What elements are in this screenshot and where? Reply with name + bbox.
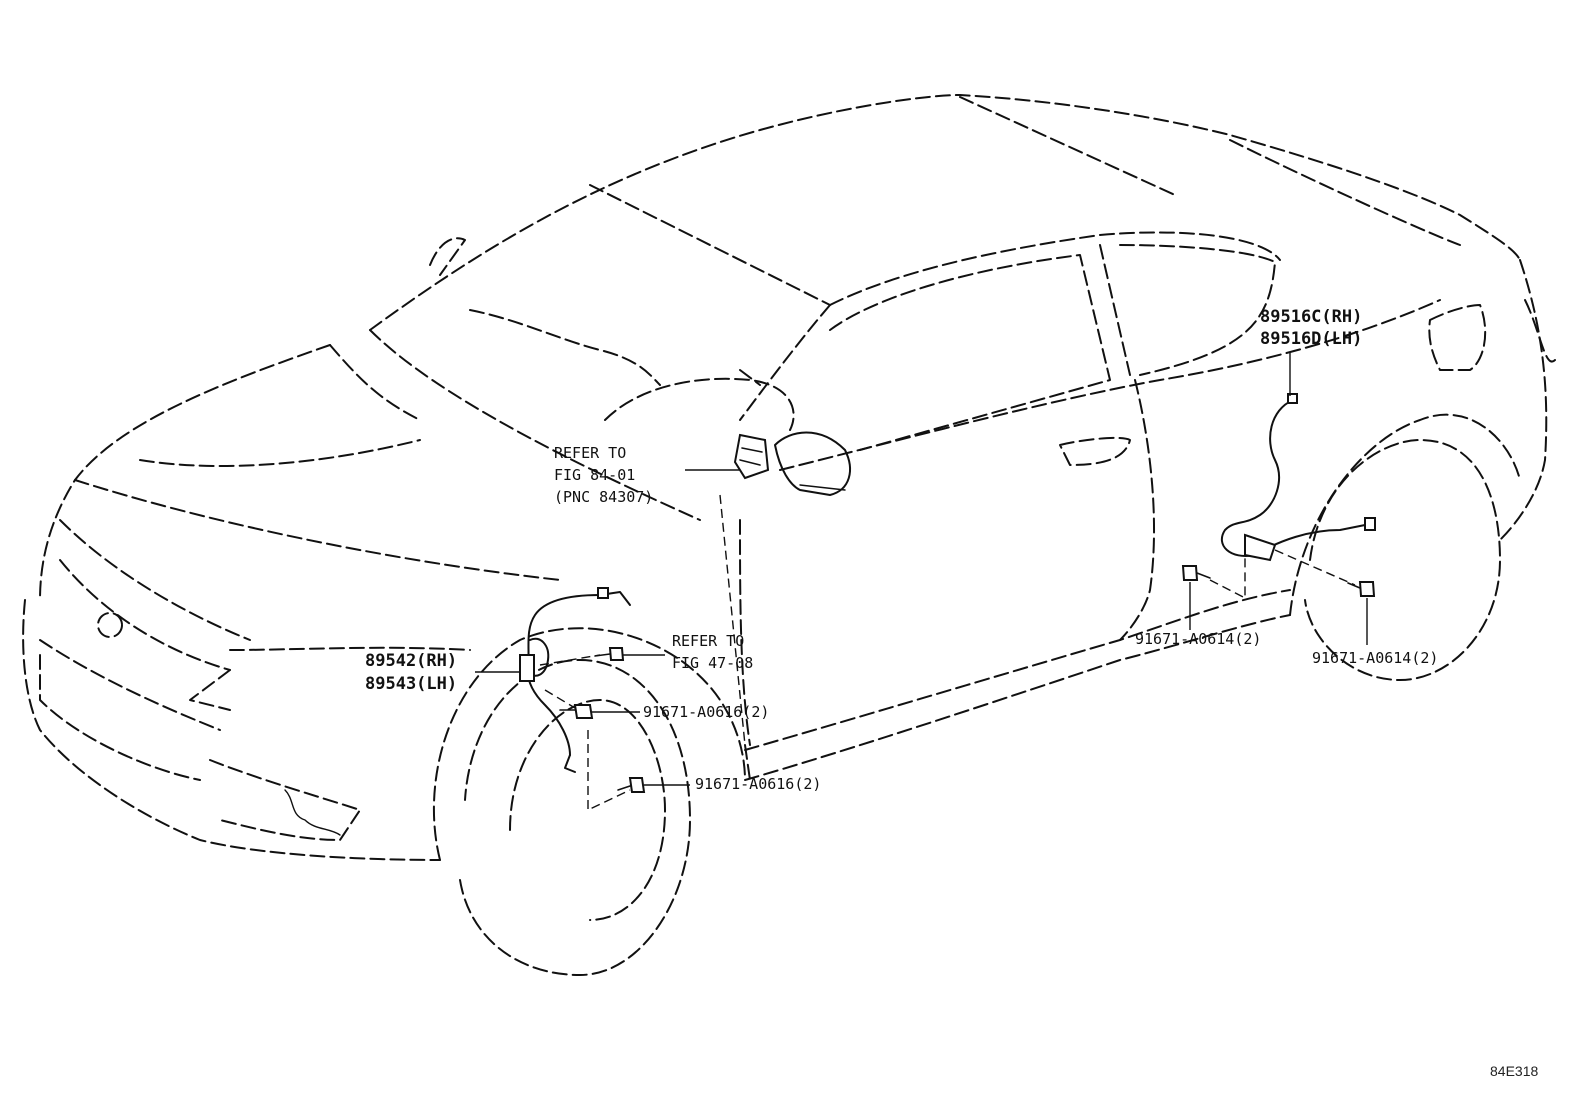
label-refer-brake-2: FIG 47-08 xyxy=(672,654,754,672)
label-refer-mirror-3: (PNC 84307) xyxy=(554,488,654,506)
label-bolt-front-upper: 91671-A0616(2) xyxy=(643,703,770,721)
car-body-outline xyxy=(22,94,1556,976)
figure-code: 84E318 xyxy=(1490,1063,1539,1079)
rear-speed-sensor-part xyxy=(1220,393,1376,562)
label-bolt-rear-left: 91671-A0614(2) xyxy=(1135,630,1262,648)
label-sensor-front-lh: 89543(LH) xyxy=(365,674,458,694)
bolt-brake-ref-icon xyxy=(594,647,625,661)
bolt-front-lower-icon xyxy=(617,777,646,793)
leader-lines xyxy=(475,352,1368,812)
label-bolt-rear-right: 91671-A0614(2) xyxy=(1312,649,1439,667)
label-sensor-rear-lh: 89516D(LH) xyxy=(1260,329,1363,349)
bolt-front-upper-icon xyxy=(559,704,594,719)
bolts xyxy=(559,565,1376,793)
label-sensor-rear-rh: 89516C(RH) xyxy=(1260,307,1363,327)
bolt-rear-left-icon xyxy=(1181,565,1211,581)
label-refer-mirror-2: FIG 84-01 xyxy=(554,466,636,484)
label-bolt-front-lower: 91671-A0616(2) xyxy=(695,775,822,793)
label-refer-brake-1: REFER TO xyxy=(672,632,745,650)
front-speed-sensor-part xyxy=(519,587,631,773)
label-refer-mirror-1: REFER TO xyxy=(554,444,627,462)
label-sensor-front-rh: 89542(RH) xyxy=(365,651,458,671)
bolt-rear-right-icon xyxy=(1347,581,1376,597)
mirror-switch-part xyxy=(733,433,770,480)
